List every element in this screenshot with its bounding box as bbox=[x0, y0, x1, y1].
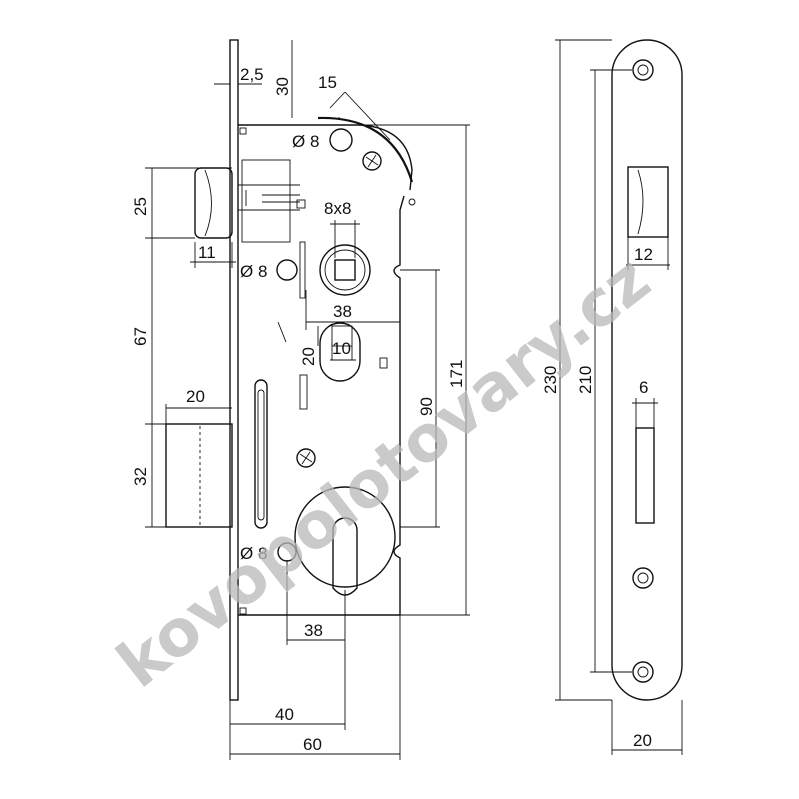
dim-angle: 15 bbox=[318, 73, 337, 92]
dim-top-offset: 30 bbox=[273, 77, 292, 96]
dim-screw-spacing: 210 bbox=[576, 366, 595, 394]
dim-slot-height: 20 bbox=[299, 347, 318, 366]
latch-opening bbox=[627, 166, 669, 238]
lock-body bbox=[165, 39, 416, 701]
dim-slot-width: 10 bbox=[332, 339, 351, 358]
dim-handle-to-cylinder: 90 bbox=[417, 397, 436, 416]
dim-latch-height: 25 bbox=[131, 197, 150, 216]
dim-square-offset: 38 bbox=[333, 302, 352, 321]
dim-strike-slot: 6 bbox=[639, 378, 648, 397]
dim-case-height: 171 bbox=[447, 360, 466, 388]
latch-bolt bbox=[194, 167, 233, 239]
dimension-lines bbox=[145, 40, 470, 760]
dim-case-depth: 60 bbox=[303, 735, 322, 754]
dim-plate-length: 230 bbox=[541, 366, 560, 394]
screw-hole-icon bbox=[632, 567, 654, 589]
screw-hole-icon bbox=[632, 661, 654, 683]
screw-icon bbox=[362, 151, 382, 171]
dim-plate-width: 20 bbox=[633, 731, 652, 750]
screw-hole-icon bbox=[632, 59, 654, 81]
slot bbox=[319, 322, 361, 382]
dim-hole-top: Ø 8 bbox=[292, 132, 319, 151]
hole-mid bbox=[276, 259, 298, 281]
dim-hole-mid: Ø 8 bbox=[240, 262, 267, 281]
deadbolt bbox=[165, 423, 233, 528]
square-hole bbox=[334, 259, 356, 281]
strike-dimensions bbox=[555, 39, 683, 755]
dim-cylinder-offset: 38 bbox=[304, 621, 323, 640]
strike-plate-outline bbox=[611, 39, 683, 701]
watermark: kovopolotovary.cz bbox=[104, 243, 664, 703]
dim-latch-to-bolt: 67 bbox=[131, 327, 150, 346]
handle-hub bbox=[319, 244, 371, 296]
dim-strike-width: 12 bbox=[634, 245, 653, 264]
latch-curve bbox=[317, 116, 414, 183]
dim-bolt-height: 32 bbox=[131, 467, 150, 486]
dim-faceplate-thickness: 2,5 bbox=[240, 65, 264, 84]
hole-top bbox=[329, 128, 353, 152]
strike-plate bbox=[611, 39, 683, 701]
bolt-opening bbox=[635, 427, 655, 524]
dim-latch-projection: 11 bbox=[198, 243, 216, 262]
screw-icon bbox=[296, 448, 316, 468]
dim-bolt-projection: 20 bbox=[186, 387, 205, 406]
euro-cylinder-hole bbox=[332, 517, 358, 596]
faceplate bbox=[229, 39, 239, 701]
latch-housing bbox=[241, 159, 291, 243]
cylinder-housing bbox=[294, 486, 396, 588]
dim-hole-bottom: Ø 8 bbox=[240, 544, 267, 563]
dim-square: 8x8 bbox=[324, 199, 351, 218]
guide-slot bbox=[254, 379, 268, 529]
dim-backset: 40 bbox=[275, 705, 294, 724]
